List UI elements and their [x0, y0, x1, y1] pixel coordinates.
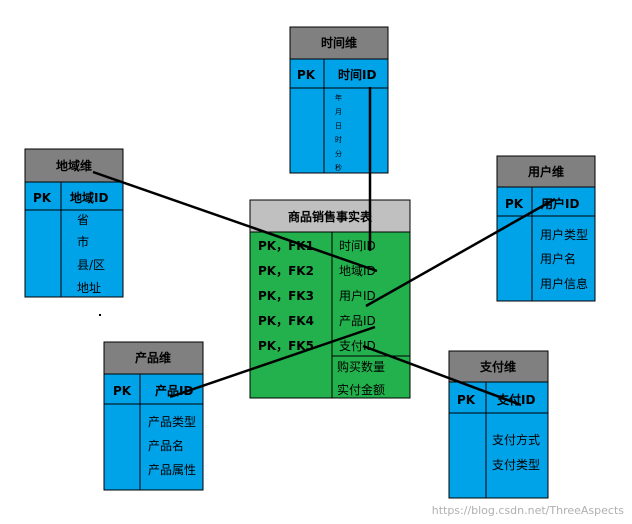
user-field-info: 用户信息: [540, 276, 588, 291]
fact-key-fk2: PK，FK2: [258, 264, 314, 278]
watermark: https://blog.csdn.net/ThreeAspects: [432, 504, 625, 517]
product-field-attributes: 产品属性: [148, 463, 196, 477]
time-dimension: 时间维 PK 时间ID 年 月 日 时 分 秒: [289, 26, 389, 174]
payment-pk-label: PK: [457, 393, 476, 407]
region-field-county: 县/区: [77, 258, 105, 272]
user-pk-label: PK: [505, 197, 524, 211]
payment-body: [448, 381, 549, 499]
user-field-type: 用户类型: [540, 227, 588, 242]
link-payment-to-fact: [362, 344, 522, 407]
fact-field-amount: 实付金额: [337, 382, 385, 397]
region-title: 地域维: [56, 158, 92, 173]
link-product-to-fact: [169, 325, 376, 399]
link-user-to-fact: [365, 197, 556, 308]
product-title-bar: [103, 341, 204, 375]
fact-field-payment-id: 支付ID: [339, 339, 376, 353]
payment-title-bar: [448, 350, 549, 383]
product-key-field: 产品ID: [155, 383, 193, 398]
time-title-bar: [289, 26, 389, 60]
fact-field-region-id: 地域ID: [339, 264, 376, 278]
user-dimension: 用户维 PK 用户ID 用户类型 用户名 用户信息: [496, 155, 596, 302]
product-body: [103, 373, 204, 491]
time-field-second: 秒: [335, 163, 342, 172]
fact-table: 商品销售事实表 PK，FK1 PK，FK2 PK，FK3 PK，FK4 PK，F…: [249, 199, 411, 399]
region-field-province: 省: [77, 213, 89, 227]
time-field-hour: 时: [335, 135, 342, 144]
fact-field-user-id: 用户ID: [339, 288, 376, 303]
product-field-name: 产品名: [148, 438, 184, 453]
link-region-to-fact: [92, 170, 378, 273]
fact-key-fk1: PK，FK1: [258, 239, 314, 253]
product-pk-label: PK: [113, 384, 132, 398]
user-title: 用户维: [527, 164, 564, 179]
product-field-type: 产品类型: [148, 415, 196, 429]
fact-field-quantity: 购买数量: [337, 359, 385, 374]
region-field-address: 地址: [77, 281, 101, 295]
fact-key-fk4: PK，FK4: [258, 314, 314, 328]
time-field-year: 年: [335, 93, 342, 102]
fact-key-fk3: PK，FK3: [258, 289, 314, 303]
payment-field-type: 支付类型: [492, 458, 540, 472]
stray-dot: [99, 314, 101, 316]
time-key-field: 时间ID: [338, 67, 376, 82]
time-title: 时间维: [321, 35, 357, 50]
user-body: [496, 186, 596, 302]
fact-key-fk5: PK，FK5: [258, 339, 314, 353]
relationship-lines: [92, 87, 556, 407]
time-field-month: 月: [335, 108, 342, 116]
fact-title: 商品销售事实表: [288, 209, 373, 224]
region-body: [24, 181, 124, 298]
product-title: 产品维: [135, 350, 171, 365]
payment-dimension: 支付维 PK 支付ID 支付方式 支付类型: [448, 350, 549, 499]
user-field-name: 用户名: [540, 251, 576, 266]
fact-field-time-id: 时间ID: [339, 239, 376, 253]
region-field-city: 市: [77, 234, 89, 249]
payment-key-field: 支付ID: [496, 392, 535, 407]
time-field-day: 日: [335, 122, 342, 130]
payment-field-method: 支付方式: [492, 432, 540, 447]
region-key-field: 地域ID: [70, 190, 108, 205]
time-field-minute: 分: [335, 149, 342, 158]
time-pk-label: PK: [297, 68, 316, 82]
product-dimension: 产品维 PK 产品ID 产品类型 产品名 产品属性: [103, 341, 204, 491]
fact-field-product-id: 产品ID: [339, 314, 376, 328]
user-key-field: 用户ID: [540, 196, 579, 211]
payment-title: 支付维: [479, 359, 516, 374]
time-body: [289, 58, 389, 174]
fact-body: [249, 231, 411, 399]
region-dimension: 地域维 PK 地域ID 省 市 县/区 地址: [24, 148, 124, 298]
user-title-bar: [496, 155, 596, 188]
region-pk-label: PK: [33, 191, 52, 205]
